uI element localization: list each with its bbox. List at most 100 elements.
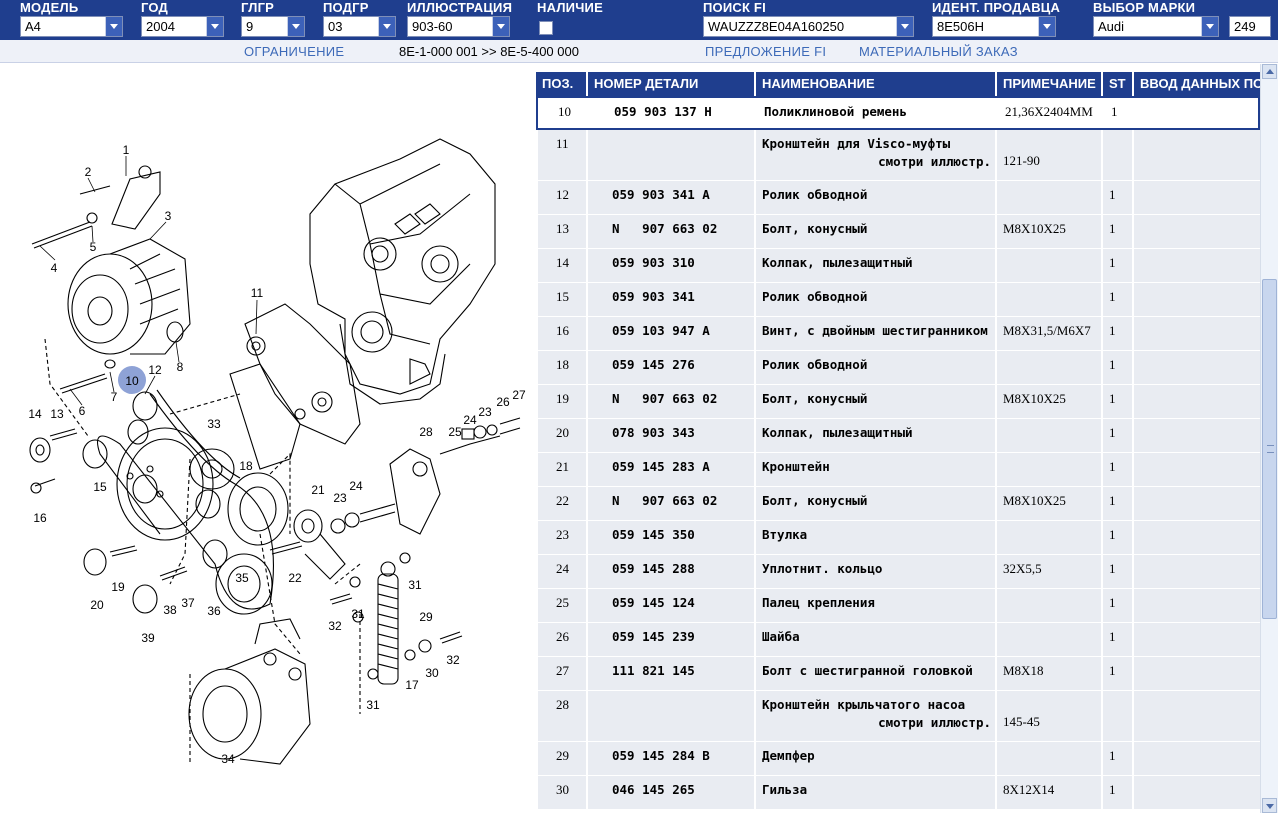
cell-data-entry[interactable]	[1132, 351, 1260, 384]
callout-21: 21	[311, 483, 325, 497]
cell-pos: 13	[536, 215, 586, 248]
cell-data-entry[interactable]	[1134, 98, 1260, 128]
year-select[interactable]: 2004	[141, 16, 224, 37]
col-pos[interactable]: ПОЗ.	[542, 76, 574, 91]
cell-data-entry[interactable]	[1132, 181, 1260, 214]
cell-data-entry[interactable]	[1132, 453, 1260, 486]
cell-name: Болт, конусный	[754, 215, 995, 248]
chevron-down-icon[interactable]	[378, 17, 395, 36]
cell-data-entry[interactable]	[1132, 385, 1260, 418]
cell-pos: 14	[536, 249, 586, 282]
cell-part-number: 059 145 284 B	[586, 742, 754, 775]
dealer-id-select[interactable]: 8E506H	[932, 16, 1056, 37]
chevron-down-icon[interactable]	[1038, 17, 1055, 36]
cell-data-entry[interactable]	[1132, 317, 1260, 350]
col-part-number[interactable]: НОМЕР ДЕТАЛИ	[586, 72, 754, 96]
restriction-range: 8E-1-000 001 >> 8E-5-400 000	[399, 44, 579, 59]
brand-select[interactable]: Audi	[1093, 16, 1219, 37]
chevron-down-icon[interactable]	[206, 17, 223, 36]
cell-data-entry[interactable]	[1132, 283, 1260, 316]
cell-data-entry[interactable]	[1132, 521, 1260, 554]
vertical-scrollbar[interactable]	[1260, 64, 1278, 813]
illustration-select[interactable]: 903-60	[407, 16, 510, 37]
col-data-entry[interactable]: ВВОД ДАННЫХ ПО	[1132, 72, 1260, 96]
cell-part-number: 059 903 137 H	[588, 98, 756, 128]
scroll-up-icon[interactable]	[1262, 64, 1277, 79]
col-st[interactable]: ST	[1101, 72, 1132, 96]
scroll-down-icon[interactable]	[1262, 798, 1277, 813]
cell-st: 1	[1101, 317, 1132, 350]
dealer-id-label: ИДЕНТ. ПРОДАВЦА	[932, 0, 1061, 15]
cell-data-entry[interactable]	[1132, 487, 1260, 520]
cell-name: Демпфер	[754, 742, 995, 775]
model-label: МОДЕЛЬ	[20, 0, 79, 15]
cell-st: 1	[1101, 742, 1132, 775]
cell-note: 145-45	[995, 691, 1101, 741]
offer-fi-link[interactable]: ПРЕДЛОЖЕНИЕ FI	[705, 44, 827, 59]
chevron-down-icon[interactable]	[896, 17, 913, 36]
availability-checkbox[interactable]	[539, 21, 553, 35]
callout-24b: 24	[463, 413, 477, 427]
chevron-down-icon[interactable]	[105, 17, 122, 36]
chevron-down-icon[interactable]	[287, 17, 304, 36]
cell-data-entry[interactable]	[1132, 249, 1260, 282]
cell-data-entry[interactable]	[1132, 657, 1260, 690]
sub-group-select[interactable]: 03	[323, 16, 396, 37]
cell-note	[995, 521, 1101, 554]
cell-data-entry[interactable]	[1132, 691, 1260, 741]
chevron-down-icon[interactable]	[1201, 17, 1218, 36]
cell-data-entry[interactable]	[1132, 215, 1260, 248]
col-name[interactable]: НАИМЕНОВАНИЕ	[754, 72, 995, 96]
callout-38: 38	[163, 603, 177, 617]
cell-st: 1	[1101, 487, 1132, 520]
callout-11: 11	[251, 286, 264, 300]
callout-16: 16	[33, 511, 47, 525]
cell-data-entry[interactable]	[1132, 776, 1260, 809]
cell-data-entry[interactable]	[1132, 623, 1260, 656]
main-group-select[interactable]: 9	[241, 16, 305, 37]
year-label: ГОД	[141, 0, 168, 15]
cell-data-entry[interactable]	[1132, 589, 1260, 622]
cell-data-entry[interactable]	[1132, 130, 1260, 180]
material-order-link[interactable]: МАТЕРИАЛЬНЫЙ ЗАКАЗ	[859, 44, 1018, 59]
cell-st: 1	[1101, 215, 1132, 248]
col-note[interactable]: ПРИМЕЧАНИЕ	[995, 72, 1101, 96]
cell-data-entry[interactable]	[1132, 555, 1260, 588]
model-select[interactable]: A4	[20, 16, 123, 37]
cell-data-entry[interactable]	[1132, 742, 1260, 775]
parts-illustration[interactable]: 1 2 3 4 5 6 7 8 11 12 13 14 15 16 19 20 …	[0, 64, 536, 813]
callout-12: 12	[148, 363, 162, 377]
scrollbar-thumb[interactable]	[1262, 279, 1277, 619]
cell-data-entry[interactable]	[1132, 419, 1260, 452]
search-fi-select[interactable]: WAUZZZ8E04A160250	[703, 16, 914, 37]
callout-7: 7	[111, 390, 118, 404]
chevron-down-icon[interactable]	[492, 17, 509, 36]
cell-note	[995, 742, 1101, 775]
availability-label: НАЛИЧИЕ	[537, 0, 603, 15]
cell-part-number	[586, 130, 754, 180]
callout-10-highlight: 10	[118, 366, 146, 394]
restriction-link[interactable]: ОГРАНИЧЕНИЕ	[244, 44, 345, 59]
callout-8: 8	[177, 360, 184, 374]
callout-26: 26	[496, 395, 510, 409]
